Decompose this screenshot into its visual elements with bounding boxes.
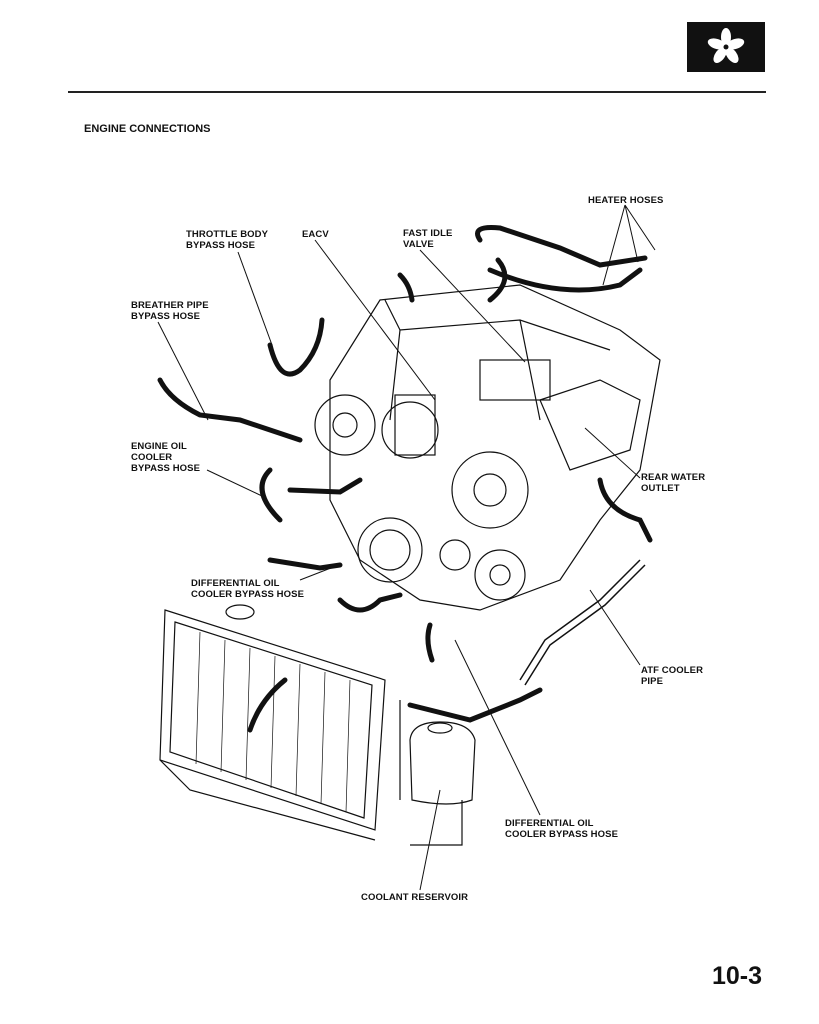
fan-icon [706,28,746,66]
label-coolant-reservoir: COOLANT RESERVOIR [361,892,468,903]
label-line: ENGINE OIL [131,441,187,452]
label-line: BYPASS HOSE [186,240,256,251]
label-line: EACV [302,229,329,240]
atf-cooler-pipe [519,559,646,686]
label-eacv: EACV [302,229,329,240]
hoses [157,225,653,733]
section-badge [687,22,765,72]
leader-lines [157,204,656,891]
label-line: PIPE [641,676,664,687]
label-line: HEATER HOSES [588,195,664,206]
coolant-reservoir [399,700,476,846]
label-heater-hoses: HEATER HOSES [588,195,663,206]
label-line: ATF COOLER [641,665,704,676]
label-line: COOLER BYPASS HOSE [505,829,619,840]
label-line: THROTTLE BODY [186,229,269,240]
label-line: FAST IDLE [403,228,453,239]
page-title: ENGINE CONNECTIONS [84,123,211,135]
label-line: DIFFERENTIAL OIL [191,578,280,589]
label-line: BREATHER PIPE [131,300,209,311]
label-line: BYPASS HOSE [131,463,201,474]
page-number: 10-3 [712,962,763,990]
label-line: REAR WATER [641,472,706,483]
label-line: COOLER [131,452,173,463]
radiator [159,604,386,841]
label-line: OUTLET [641,483,680,494]
engine-block [314,284,661,611]
label-line: BYPASS HOSE [131,311,201,322]
label-line: COOLER BYPASS HOSE [191,589,305,600]
label-line: VALVE [403,239,434,250]
label-line: DIFFERENTIAL OIL [505,818,594,829]
label-line: COOLANT RESERVOIR [361,892,469,903]
header-rule [68,91,766,93]
